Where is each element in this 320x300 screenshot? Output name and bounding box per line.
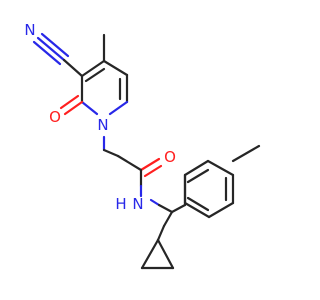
benzene-bond	[186, 196, 210, 212]
nitrile-bond	[40, 32, 70, 58]
cyclopropyl-bond	[156, 238, 175, 270]
cyclopropyl-bond	[140, 238, 160, 270]
amide-carbonyl-bond	[139, 157, 161, 172]
ring-bond	[102, 59, 129, 77]
ch-aryl-bond	[170, 203, 187, 214]
ring-bond	[80, 59, 106, 78]
ring-n-ch2-bond	[102, 148, 120, 158]
ch-cyclopropyl-bond	[162, 210, 174, 228]
structure-diagram: N O N O N H	[24, 21, 261, 270]
benzene-bond	[186, 168, 210, 184]
benzene-bond	[183, 159, 210, 177]
amide-n-ch-bond	[157, 203, 174, 214]
amide-carbonyl-bond	[143, 164, 163, 178]
ring-bond	[84, 67, 106, 83]
ring-carbonyl-bond	[59, 94, 80, 110]
nitrile-bond	[32, 40, 62, 66]
ring-nitrogen-label: N	[97, 116, 108, 134]
bonds	[32, 32, 261, 270]
benzene-methyl-bond	[231, 144, 261, 163]
amide-oxygen-label: O	[164, 148, 176, 166]
amide-nitrogen-label: N	[132, 195, 143, 213]
ring-bond	[80, 100, 99, 116]
cyano-carbon-bond	[62, 58, 84, 78]
ring-carbonyl-oxygen-label: O	[49, 108, 61, 126]
nitrile-nitrogen-label: N	[24, 21, 35, 39]
ring-carbonyl-bond	[63, 100, 84, 116]
amide-n-ch-bond	[149, 198, 161, 207]
benzene-bond	[183, 201, 211, 219]
ch2-carbonyl-bond	[116, 154, 143, 172]
benzene-bond	[206, 159, 235, 177]
ch-cyclopropyl-bond	[156, 224, 166, 242]
nitrile-bond	[36, 36, 66, 62]
benzene-bond	[207, 201, 235, 219]
ring-bond	[108, 100, 129, 116]
atom-labels: N O N O N H	[24, 21, 176, 213]
amide-hydrogen-label: H	[115, 195, 126, 213]
